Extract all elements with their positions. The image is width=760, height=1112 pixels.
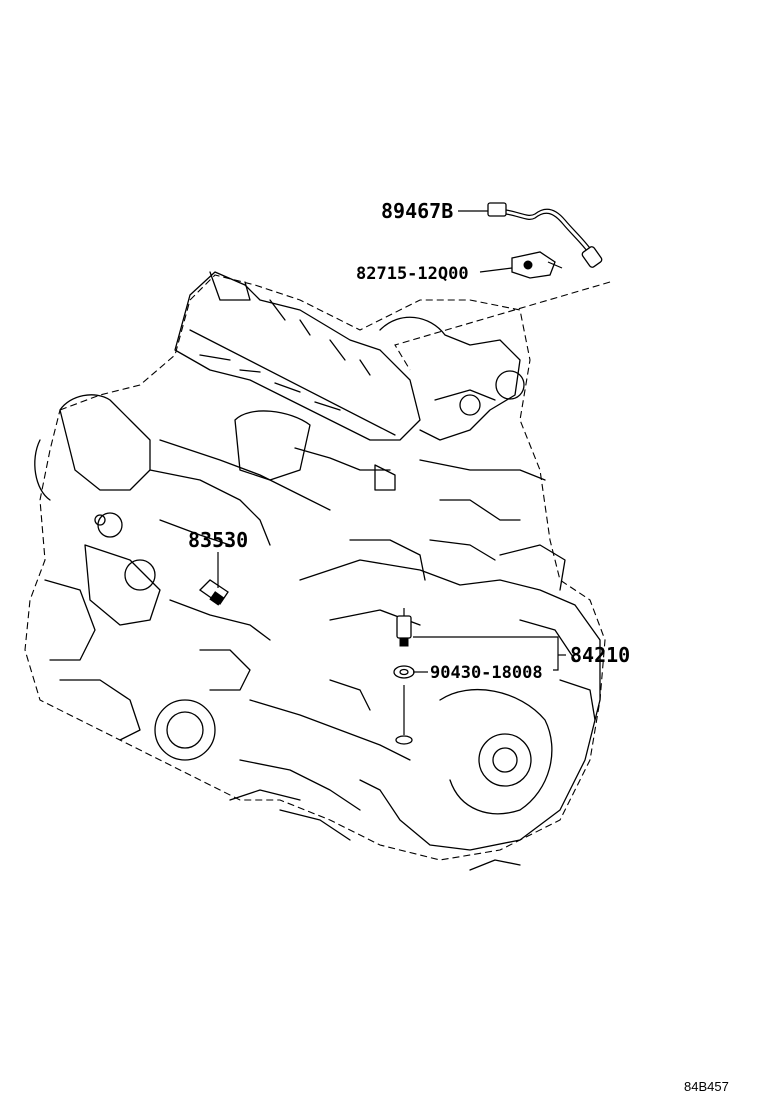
gasket-part	[393, 665, 415, 745]
part-label-84210: 84210	[570, 643, 630, 667]
part-label-89467b: 89467B	[381, 199, 453, 223]
bracket-part	[511, 251, 563, 279]
part-label-90430-18008: 90430-18008	[430, 663, 543, 683]
oil-pressure-switch-part	[198, 579, 229, 606]
part-label-83530: 83530	[188, 528, 248, 552]
diagram-reference-code: 84B457	[684, 1079, 729, 1094]
engine-assembly-drawing	[24, 271, 611, 871]
oxygen-sensor-part	[487, 202, 603, 268]
leader-lines	[217, 210, 566, 673]
speed-sensor-part	[396, 608, 412, 647]
part-label-82715-12q00: 82715-12Q00	[356, 264, 469, 284]
